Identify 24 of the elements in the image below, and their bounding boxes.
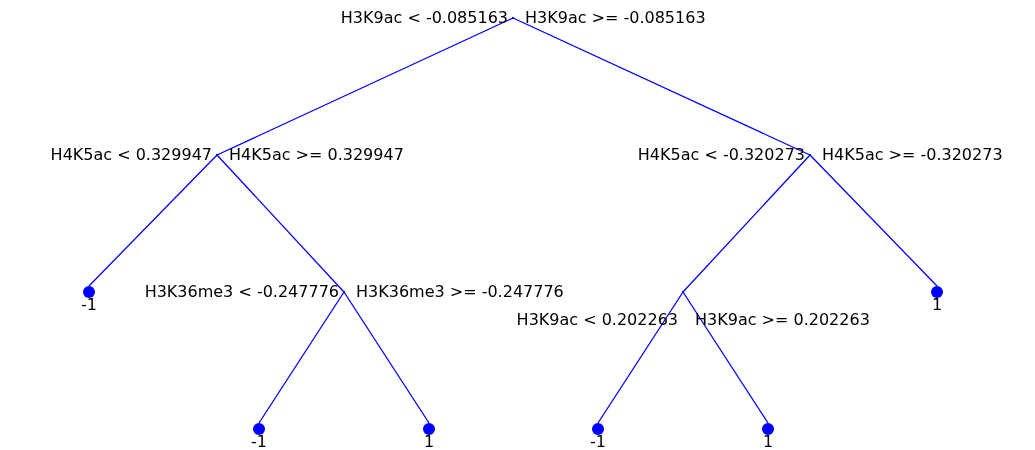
leaf-class-label: 1 [931,297,943,313]
split-condition-label: H4K5ac >= 0.329947 [229,145,404,165]
tree-branch-line [258,291,345,424]
split-condition-label: H4K5ac < -0.320273 [637,145,805,165]
tree-branch-line [809,154,938,287]
split-condition-label: H3K9ac >= -0.085163 [525,8,706,28]
tree-branch-line [682,291,769,424]
tree-branch-line [216,17,514,156]
tree-branch-line [512,17,811,156]
leaf-class-label: -1 [251,434,267,450]
tree-branch-line [682,154,811,293]
split-condition-label: H4K5ac >= -0.320273 [822,145,1003,165]
tree-branch-line [597,291,684,424]
leaf-class-label: -1 [81,297,97,313]
tree-branch-line [216,154,345,293]
leaf-class-label: 1 [762,434,774,450]
tree-branch-line [343,291,430,424]
split-condition-label: H3K9ac < -0.085163 [340,8,508,28]
split-condition-label: H4K5ac < 0.329947 [50,145,212,165]
leaf-class-label: 1 [423,434,435,450]
leaf-class-label: -1 [590,434,606,450]
split-condition-label: H3K36me3 < -0.247776 [144,282,339,302]
tree-branch-line [88,154,218,287]
split-condition-label: H3K36me3 >= -0.247776 [356,282,564,302]
